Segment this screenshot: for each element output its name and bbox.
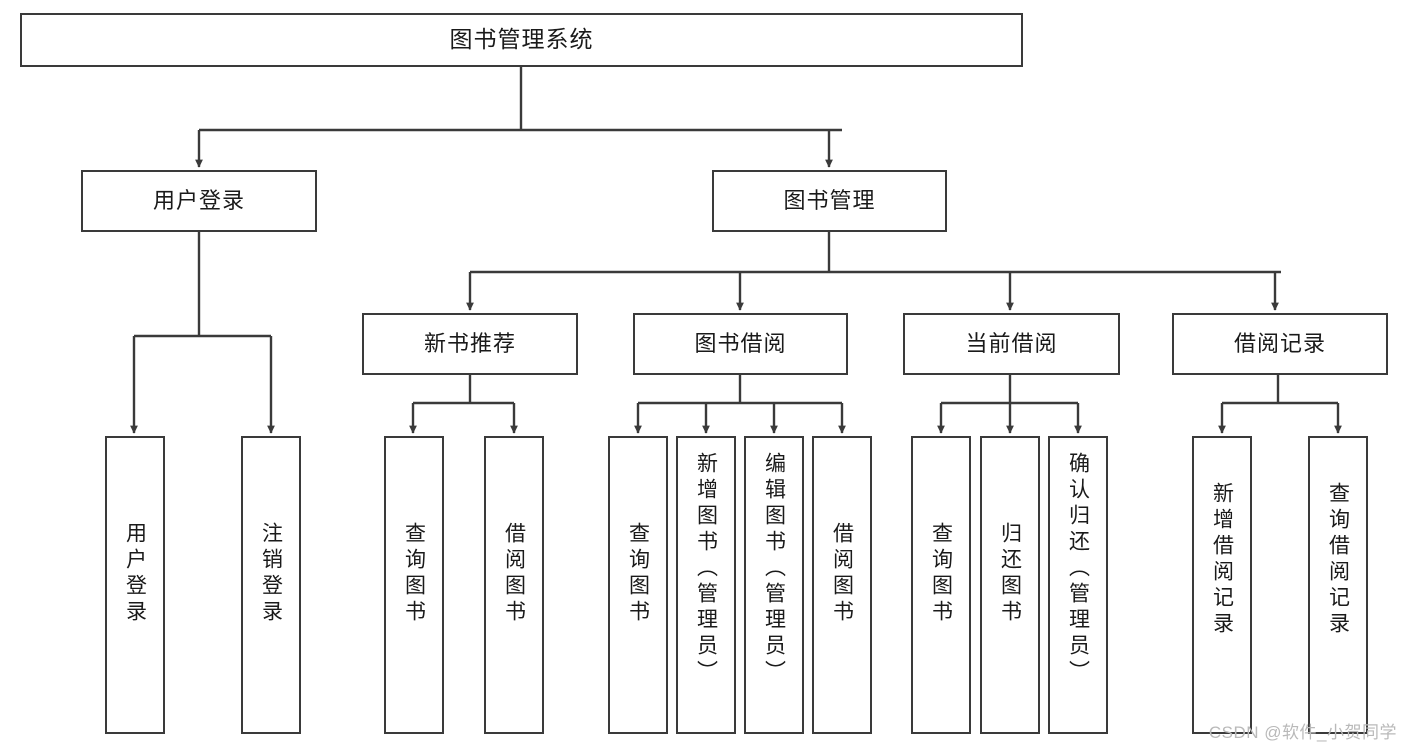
node-label: 查询图书 <box>626 522 650 626</box>
node-library-system-root[interactable]: 图书管理系统 <box>20 13 1023 67</box>
node-label: 新书推荐 <box>423 330 516 356</box>
leaf-add-book-admin[interactable]: 新增图书（管理员） <box>676 436 736 734</box>
node-label: 借阅图书 <box>502 522 526 626</box>
leaf-logout[interactable]: 注销登录 <box>241 436 301 734</box>
node-borrowing-record[interactable]: 借阅记录 <box>1172 313 1388 375</box>
node-current-borrowing[interactable]: 当前借阅 <box>903 313 1120 375</box>
leaf-return-book[interactable]: 归还图书 <box>980 436 1040 734</box>
leaf-query-book-newbook[interactable]: 查询图书 <box>384 436 444 734</box>
node-label: 借阅图书 <box>830 522 854 626</box>
node-label: 查询图书 <box>402 522 426 626</box>
node-label: 查询图书 <box>929 522 953 626</box>
leaf-confirm-return-admin[interactable]: 确认归还（管理员） <box>1048 436 1108 734</box>
leaf-edit-book-admin[interactable]: 编辑图书（管理员） <box>744 436 804 734</box>
node-user-login[interactable]: 用户登录 <box>81 170 317 232</box>
watermark-text: CSDN @软件_小贺同学 <box>1208 723 1397 742</box>
node-new-book-recommendation[interactable]: 新书推荐 <box>362 313 578 375</box>
node-label: 注销登录 <box>259 522 283 626</box>
leaf-query-borrow-record[interactable]: 查询借阅记录 <box>1308 436 1368 734</box>
node-label: 借阅记录 <box>1233 330 1326 356</box>
leaf-add-borrow-record[interactable]: 新增借阅记录 <box>1192 436 1252 734</box>
node-label: 查询借阅记录 <box>1326 482 1350 638</box>
node-label: 图书管理 <box>783 187 876 213</box>
node-label: 归还图书 <box>998 522 1022 626</box>
node-label: 用户登录 <box>152 187 245 213</box>
leaf-borrow-book[interactable]: 借阅图书 <box>812 436 872 734</box>
node-book-management[interactable]: 图书管理 <box>712 170 947 232</box>
node-label: 用户登录 <box>123 522 147 626</box>
node-label: 新增借阅记录 <box>1210 482 1234 638</box>
node-label: 编辑图书（管理员） <box>762 452 786 686</box>
node-label: 图书借阅 <box>694 330 787 356</box>
leaf-query-book-borrow[interactable]: 查询图书 <box>608 436 668 734</box>
node-label: 确认归还（管理员） <box>1066 452 1090 686</box>
leaf-user-login[interactable]: 用户登录 <box>105 436 165 734</box>
leaf-query-book-current[interactable]: 查询图书 <box>911 436 971 734</box>
node-book-borrowing[interactable]: 图书借阅 <box>633 313 848 375</box>
leaf-borrow-book-newbook[interactable]: 借阅图书 <box>484 436 544 734</box>
node-label: 新增图书（管理员） <box>694 452 718 686</box>
node-label: 当前借阅 <box>965 330 1058 356</box>
node-label: 图书管理系统 <box>449 26 594 53</box>
